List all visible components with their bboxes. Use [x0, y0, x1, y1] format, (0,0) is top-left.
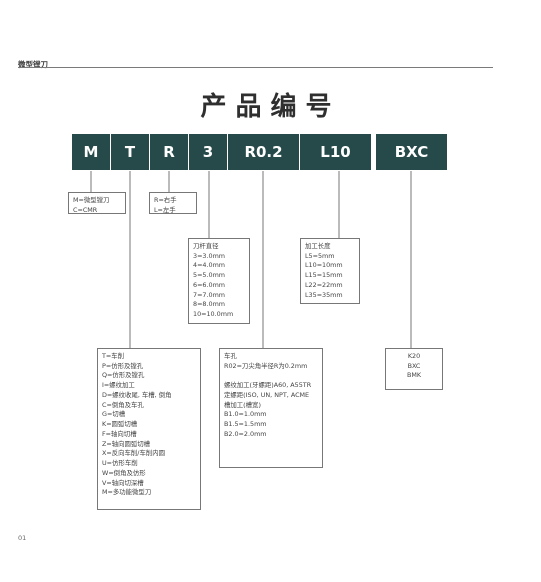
type-line: C=CMR [73, 205, 98, 214]
hand-line: R=右手 [154, 196, 177, 204]
radius-line: 车孔 [224, 352, 237, 360]
code-box-length: L10 [300, 134, 371, 170]
diameter-line: 5=5.0mm [193, 271, 226, 280]
page-number: 01 [18, 534, 27, 542]
application-line: V=轴向切深槽 [102, 478, 144, 487]
diameter-line: 8=8.0mm [193, 300, 226, 309]
application-line: D=螺纹收尾, 车槽, 倒角 [102, 390, 172, 399]
application-line: G=切槽 [102, 410, 126, 419]
length-line: L10=10mm [305, 261, 343, 270]
type-box: M=微型镗刀 C=CMR [68, 192, 126, 214]
hand-box: R=右手 L=左手 [149, 192, 197, 214]
length-line: L22=22mm [305, 280, 343, 289]
radius-line: 螺纹加工(牙螺距)A60, A55TR [224, 381, 312, 390]
application-line: U=仿形车削 [102, 459, 138, 468]
application-line: K=圆弧切槽 [102, 420, 138, 429]
diameter-line: 3=3.0mm [193, 251, 226, 260]
application-line: T=车削 [102, 352, 125, 360]
diameter-line: 7=7.0mm [193, 290, 226, 299]
code-box-diameter: 3 [189, 134, 227, 170]
diameter-line: 10=10.0mm [193, 310, 234, 319]
radius-line: 定螺距(ISO, UN, NPT, ACME [224, 390, 310, 399]
page-title: 产品编号 [200, 92, 341, 122]
hand-line: L=左手 [154, 205, 176, 214]
code-box-application: T [111, 134, 149, 170]
radius-line [224, 371, 318, 381]
diameter-line: 4=4.0mm [193, 261, 226, 270]
grade-line: K20 [407, 352, 421, 360]
grade-line: BMK [406, 371, 422, 380]
length-line: L35=35mm [305, 290, 343, 299]
radius-line: 槽加工(槽宽) [224, 400, 261, 409]
radius-line: R02=刀尖角半径R为0.2mm [224, 361, 308, 370]
length-line: 加工长度 [305, 242, 331, 250]
application-line: P=仿形及镗孔 [102, 361, 144, 370]
grade-line: BXC [407, 361, 421, 370]
length-box: 加工长度 L5=5mm L10=10mm L15=15mm L22=22mm L… [300, 238, 360, 304]
application-line: Q=仿形及镗孔 [102, 371, 145, 380]
application-line: Z=轴向圆弧切槽 [102, 439, 151, 448]
application-box: T=车削 P=仿形及镗孔 Q=仿形及镗孔 I=螺纹加工 D=螺纹收尾, 车槽, … [97, 348, 201, 510]
grade-box: K20 BXC BMK [385, 348, 443, 390]
code-box-radius: R0.2 [228, 134, 299, 170]
type-line: M=微型镗刀 [73, 196, 110, 204]
radius-box: 车孔 R02=刀尖角半径R为0.2mm 螺纹加工(牙螺距)A60, A55TR … [219, 348, 323, 468]
code-box-grade: BXC [376, 134, 447, 170]
header-title: 微型镗刀 [18, 60, 48, 69]
radius-line: B1.5=1.5mm [224, 420, 267, 429]
application-line: I=螺纹加工 [102, 381, 135, 390]
application-line: X=反向车削/车削内圆 [102, 449, 166, 458]
diameter-line: 6=6.0mm [193, 280, 226, 289]
application-line: M=多功能微型刀 [102, 488, 152, 497]
diameter-line: 刀杆直径 [193, 242, 219, 250]
length-line: L15=15mm [305, 271, 343, 280]
radius-line: B1.0=1.0mm [224, 410, 267, 419]
code-box-type: M [72, 134, 110, 170]
code-box-hand: R [150, 134, 188, 170]
application-line: F=轴向切槽 [102, 429, 137, 438]
header-rule [18, 67, 493, 68]
diameter-box: 刀杆直径 3=3.0mm 4=4.0mm 5=5.0mm 6=6.0mm 7=7… [188, 238, 250, 324]
radius-line: B2.0=2.0mm [224, 429, 267, 438]
application-line: C=倒角及车孔 [102, 400, 144, 409]
application-line: W=倒角及仿形 [102, 468, 146, 477]
length-line: L5=5mm [305, 251, 335, 260]
